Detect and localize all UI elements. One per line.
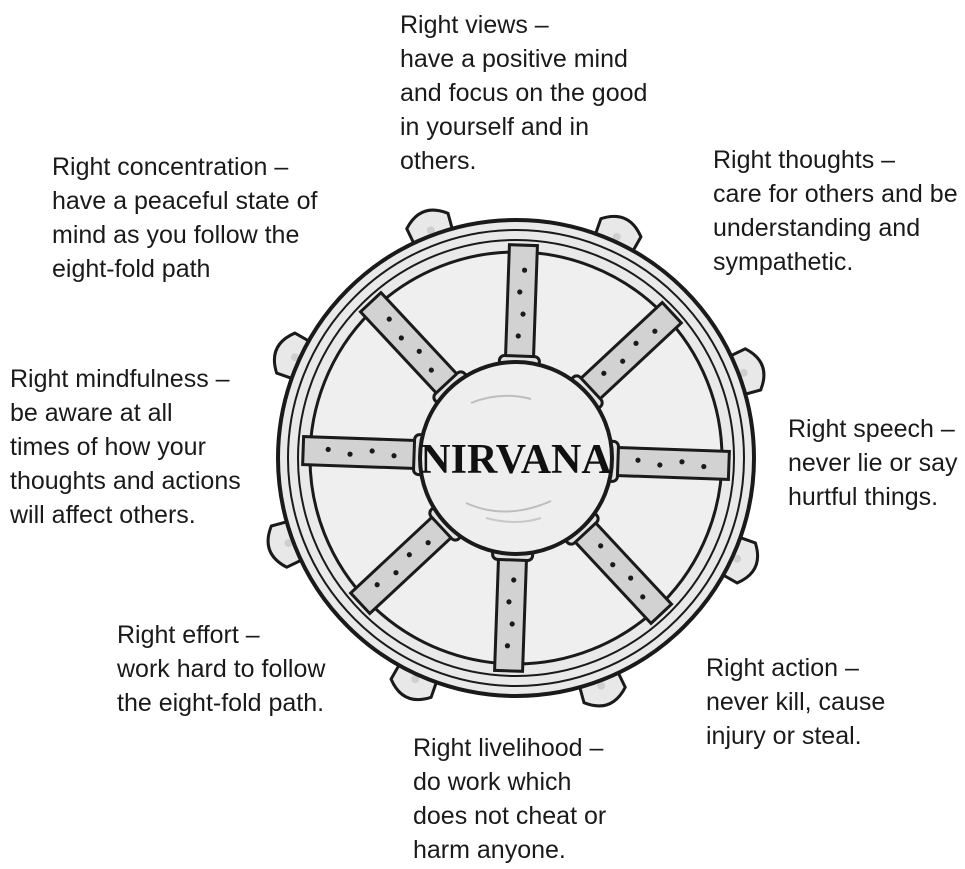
label-line: times of how your (10, 430, 241, 464)
label-line: do work which (413, 765, 606, 799)
label-line: never lie or say (788, 446, 958, 480)
label-line: sympathetic. (713, 245, 958, 279)
label-right-thoughts: Right thoughts – care for others and be … (713, 143, 958, 279)
label-line: care for others and be (713, 177, 958, 211)
wheel-spoke (505, 245, 537, 364)
label-right-effort: Right effort – work hard to follow the e… (117, 618, 325, 720)
label-line: does not cheat or (413, 799, 606, 833)
label-line: work hard to follow (117, 652, 325, 686)
wheel-spoke (495, 552, 527, 671)
label-line: harm anyone. (413, 833, 606, 867)
label-line: understanding and (713, 211, 958, 245)
label-right-livelihood: Right livelihood – do work which does no… (413, 731, 606, 867)
label-line: others. (400, 144, 647, 178)
label-right-concentration: Right concentration – have a peaceful st… (52, 150, 317, 286)
label-right-action: Right action – never kill, cause injury … (706, 651, 885, 753)
wheel-spoke (303, 437, 422, 469)
label-line: hurtful things. (788, 480, 958, 514)
label-line: in yourself and in (400, 110, 647, 144)
label-line: mind as you follow the (52, 218, 317, 252)
label-title: Right livelihood – (413, 731, 606, 765)
label-line: will affect others. (10, 498, 241, 532)
label-title: Right effort – (117, 618, 325, 652)
label-right-speech: Right speech – never lie or say hurtful … (788, 412, 958, 514)
label-line: injury or steal. (706, 719, 885, 753)
label-right-views: Right views – have a positive mind and f… (400, 8, 647, 178)
label-line: never kill, cause (706, 685, 885, 719)
center-label: NIRVANA (420, 437, 612, 483)
label-title: Right speech – (788, 412, 958, 446)
label-line: have a peaceful state of (52, 184, 317, 218)
label-title: Right mindfulness – (10, 362, 241, 396)
label-line: the eight-fold path. (117, 686, 325, 720)
label-title: Right views – (400, 8, 647, 42)
label-line: thoughts and actions (10, 464, 241, 498)
label-line: have a positive mind (400, 42, 647, 76)
label-right-mindfulness: Right mindfulness – be aware at all time… (10, 362, 241, 532)
label-line: be aware at all (10, 396, 241, 430)
label-line: and focus on the good (400, 76, 647, 110)
label-title: Right action – (706, 651, 885, 685)
label-title: Right thoughts – (713, 143, 958, 177)
wheel-spoke (610, 447, 729, 479)
label-title: Right concentration – (52, 150, 317, 184)
label-line: eight-fold path (52, 252, 317, 286)
